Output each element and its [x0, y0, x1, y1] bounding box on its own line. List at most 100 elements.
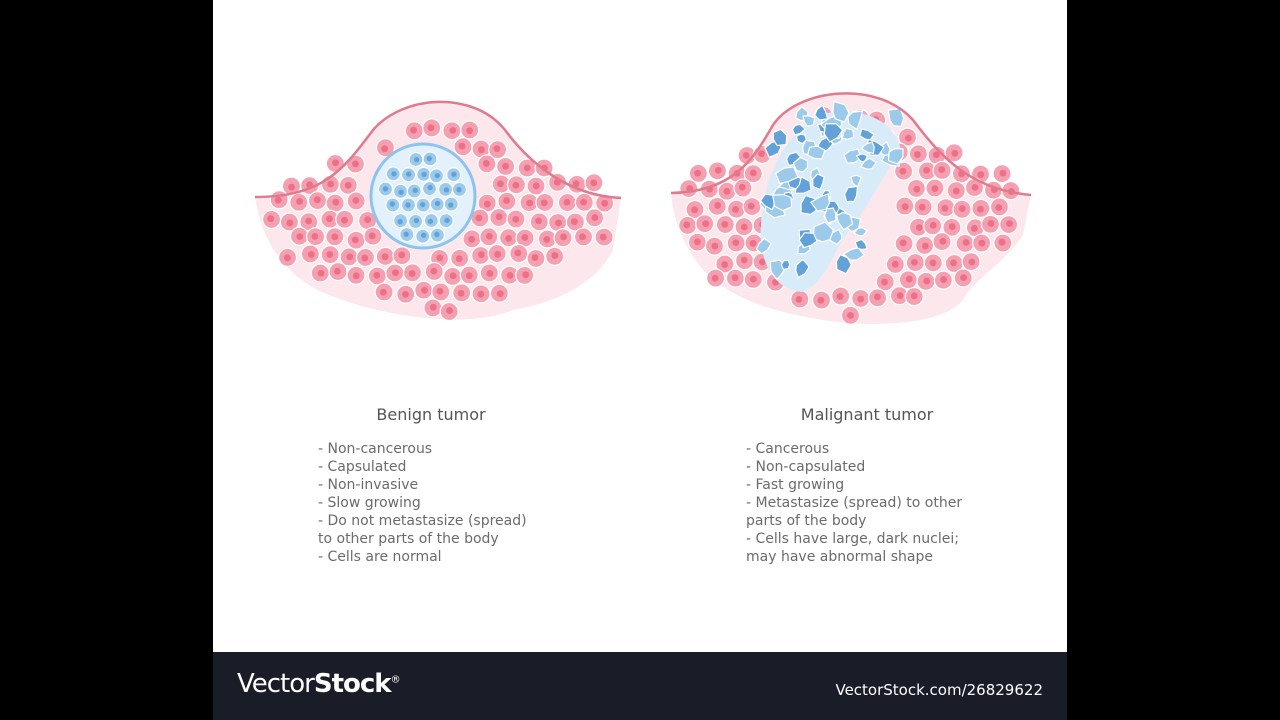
- normal-cell: [734, 217, 754, 237]
- watermark-footer: VectorStock® VectorStock.com/26829622: [213, 652, 1067, 720]
- normal-cell: [933, 270, 953, 290]
- normal-cell: [932, 232, 952, 252]
- abnormal-cell: [832, 101, 850, 123]
- tumor-cell: [429, 227, 446, 243]
- normal-cell: [790, 289, 810, 309]
- malignant-normal-cells: [678, 105, 1021, 325]
- normal-cell: [325, 193, 345, 213]
- normal-cell: [715, 214, 735, 235]
- normal-cell: [498, 228, 519, 248]
- normal-cell: [396, 284, 416, 304]
- normal-cell: [261, 209, 282, 230]
- normal-cell: [367, 266, 387, 286]
- normal-cell: [545, 246, 565, 266]
- normal-cell: [955, 233, 975, 254]
- normal-cell: [557, 192, 577, 213]
- normal-cell: [453, 137, 473, 157]
- abnormal-cell: [755, 237, 772, 255]
- malignant-tumor-title: Malignant tumor: [800, 405, 934, 424]
- normal-cell: [355, 247, 376, 268]
- malignant-characteristics-list: - Cancerous- Non-capsulated- Fast growin…: [746, 440, 996, 566]
- normal-cell: [491, 174, 511, 194]
- normal-cell: [497, 191, 517, 211]
- abnormal-cell: [847, 110, 863, 130]
- normal-cell: [414, 280, 434, 300]
- normal-cell: [535, 192, 555, 213]
- malignant-characteristic: - Cancerous: [746, 441, 830, 457]
- normal-cell: [488, 140, 508, 160]
- normal-cell: [885, 254, 905, 275]
- normal-cell: [489, 207, 509, 228]
- normal-cell: [339, 247, 359, 267]
- normal-cell: [573, 227, 594, 247]
- normal-cell: [685, 199, 705, 220]
- normal-cell: [811, 290, 832, 310]
- logo-text-regular: Vector: [237, 669, 315, 699]
- abnormal-cell: [835, 254, 852, 275]
- normal-cell: [704, 236, 725, 256]
- abnormal-cell: [859, 128, 875, 141]
- normal-cell: [743, 269, 763, 290]
- normal-cell: [715, 254, 735, 274]
- normal-cell: [281, 176, 302, 196]
- tumor-cell: [416, 166, 432, 182]
- abnormal-cell: [853, 227, 868, 237]
- normal-cell: [961, 252, 981, 272]
- normal-cell: [320, 209, 340, 229]
- normal-cell: [279, 212, 299, 232]
- normal-cell: [952, 199, 972, 219]
- image-url: VectorStock.com/26829622: [835, 681, 1043, 699]
- tumor-cell: [421, 180, 438, 197]
- malignant-characteristic: parts of the body: [746, 513, 867, 529]
- abnormal-cell: [823, 123, 844, 143]
- normal-cell: [584, 208, 605, 228]
- normal-cell: [992, 164, 1012, 184]
- normal-cell: [289, 226, 310, 246]
- tumor-cell: [437, 181, 454, 197]
- normal-cell: [897, 127, 918, 147]
- normal-cell: [743, 164, 763, 184]
- abnormal-cell: [844, 185, 859, 203]
- normal-cell: [289, 192, 309, 212]
- abnormal-cell: [812, 173, 825, 191]
- abnormal-cell: [836, 211, 854, 231]
- normal-cell: [328, 261, 348, 282]
- normal-cell: [898, 270, 918, 290]
- normal-cell: [402, 263, 423, 283]
- normal-cell: [299, 212, 319, 232]
- normal-cell: [993, 233, 1013, 253]
- normal-cell: [375, 246, 395, 267]
- tumor-cell: [392, 213, 409, 229]
- abnormal-cell: [775, 166, 799, 185]
- normal-cell: [594, 227, 614, 247]
- abnormal-cell: [810, 193, 831, 212]
- normal-cell: [932, 160, 952, 181]
- normal-cell: [574, 192, 594, 212]
- tumor-cell: [400, 197, 417, 213]
- normal-cell: [431, 282, 451, 302]
- normal-cell: [946, 180, 966, 201]
- normal-cell: [905, 252, 925, 273]
- normal-cell: [904, 286, 924, 307]
- normal-cell: [452, 283, 472, 303]
- normal-cell: [489, 283, 509, 303]
- normal-cell: [906, 178, 926, 199]
- normal-cell: [509, 243, 529, 264]
- normal-cell: [471, 284, 491, 304]
- malignant-tumor-illustration: [670, 92, 1032, 325]
- normal-cell: [345, 154, 366, 174]
- normal-cell: [320, 245, 340, 265]
- normal-cell: [307, 191, 328, 211]
- abnormal-cell: [772, 128, 788, 147]
- normal-cell: [462, 229, 482, 249]
- normal-cell: [707, 196, 727, 216]
- tumor-cell: [423, 212, 439, 229]
- abnormal-cell: [860, 141, 875, 154]
- tumor-cell: [422, 151, 438, 167]
- normal-cell: [895, 196, 915, 216]
- benign-characteristic: - Non-invasive: [318, 477, 419, 493]
- normal-cell: [913, 197, 933, 217]
- abnormal-cell: [795, 133, 807, 145]
- normal-cell: [338, 175, 358, 196]
- normal-cell: [831, 286, 851, 306]
